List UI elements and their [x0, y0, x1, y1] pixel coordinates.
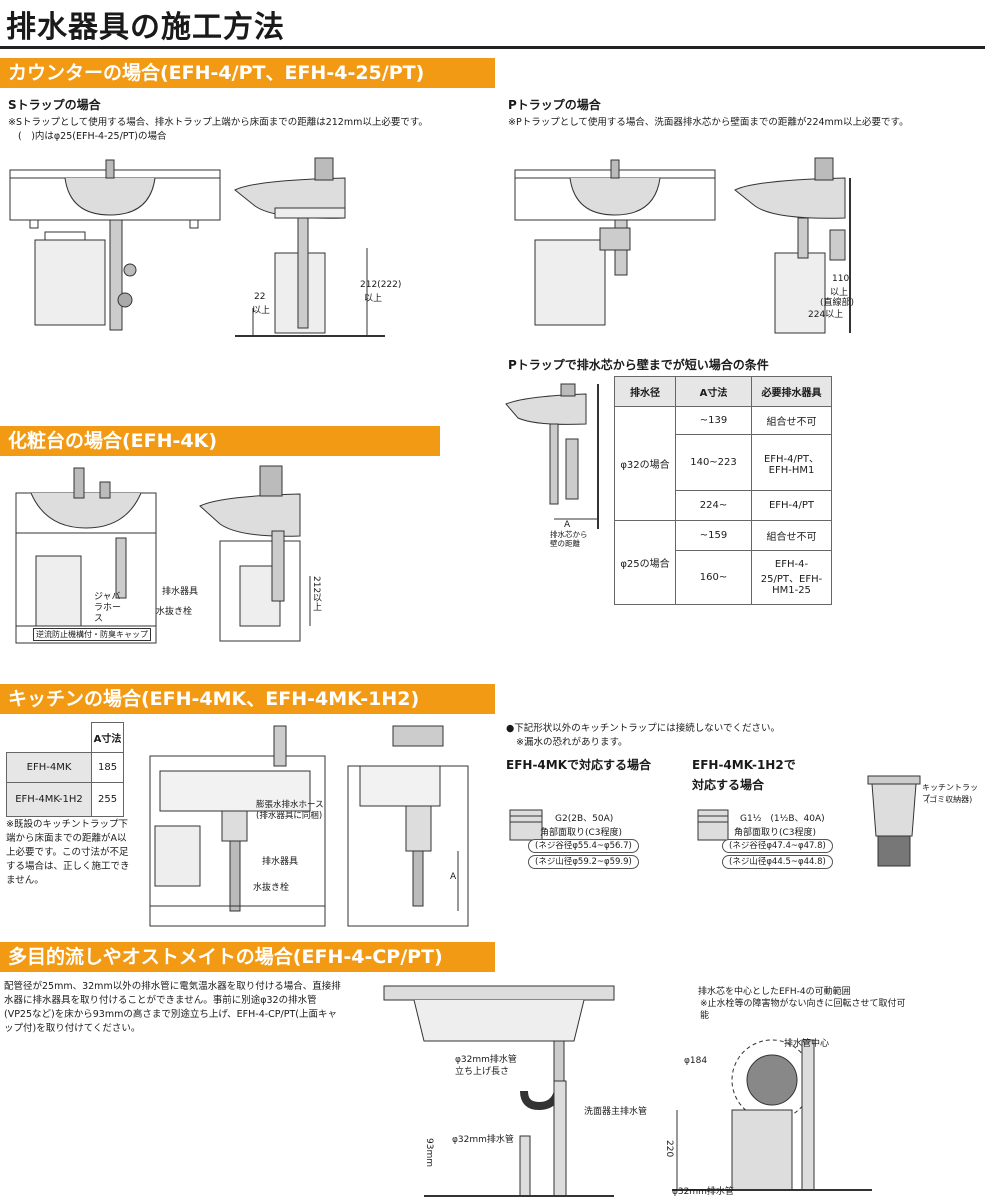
table-cell: ~159 — [675, 520, 752, 551]
vanity-front-illustration — [15, 467, 157, 644]
mk-label: (ネジ谷径φ55.4~φ56.7) — [528, 839, 639, 853]
mk-label: G2(2B、50A) — [555, 814, 614, 824]
group-label-32: φ32の場合 — [614, 406, 676, 521]
s-trap-front-illustration — [9, 159, 221, 331]
multi-label-pipe: φ32mm排水管 — [452, 1135, 514, 1145]
multi-label-riser-length: 立ち上げ長さ — [455, 1067, 510, 1077]
short-dim-a: A — [564, 520, 571, 530]
kitchen-warning-sub: ※漏水の恐れがあります。 — [516, 737, 628, 748]
h2-trap-illustration — [697, 809, 729, 841]
p-trap-dim-224: 224以上 — [808, 310, 844, 320]
kitchen-label-hose: 膨張水排水ホース(排水器具に同梱) — [256, 800, 324, 821]
kitchen-label-plug: 水抜き栓 — [253, 883, 290, 893]
p-trap-dim-110-straight: (直線部) — [820, 298, 855, 308]
s-trap-dim-212: 212(222) — [360, 280, 402, 290]
s-trap-note-sub: ( )内はφ25(EFH-4-25/PT)の場合 — [18, 131, 167, 142]
mk-label: (ネジ山径φ59.2~φ59.9) — [528, 855, 639, 869]
short-condition-table: 排水径 A寸法 必要排水器具 φ32の場合 ~139 組合せ不可 140~223… — [614, 376, 832, 605]
p-trap-dim-110: 110 — [832, 274, 850, 284]
kitchen-mk-title: EFH-4MKで対応する場合 — [506, 758, 652, 772]
table-cell: 224~ — [675, 490, 752, 521]
kitchen-label-drain: 排水器具 — [262, 857, 299, 867]
kitchen-col-a: A寸法 — [91, 722, 124, 753]
kitchen-trap-label-sub: (ゴミ収納器) — [926, 795, 973, 804]
table-cell: EFH-4MK — [5, 752, 93, 783]
multi-label-pipe-bottom: φ32mm排水管 — [672, 1187, 734, 1197]
short-condition-illustration — [505, 383, 599, 529]
vanity-label-hose: ジャバラホース — [94, 592, 122, 624]
multi-range-illustration — [672, 1039, 872, 1191]
table-cell: 140~223 — [675, 434, 752, 491]
s-trap-dim-22-suffix: 以上 — [252, 306, 271, 316]
section-heading-multipurpose: 多目的流しやオストメイトの場合(EFH-4-CP/PT) — [0, 942, 495, 972]
multi-range-note: ※止水栓等の障害物がない向きに回転させて取付可能 — [700, 999, 906, 1021]
h2-label: 角部面取り(C3程度) — [734, 828, 817, 838]
multi-range-title: 排水芯を中心としたEFH-4の可動範囲 — [698, 987, 851, 997]
s-trap-note: ※Sトラップとして使用する場合、排水トラップ上端から床面までの距離は212mm以… — [8, 117, 428, 128]
mk-label: 角部面取り(C3程度) — [540, 828, 623, 838]
multi-dim-220: 220 — [664, 1140, 674, 1158]
vanity-dim-212: 212以上 — [311, 576, 321, 612]
multipurpose-sink-illustration — [383, 985, 615, 1197]
section-heading-counter: カウンターの場合(EFH-4/PT、EFH-4-25/PT) — [0, 58, 495, 88]
multipurpose-paragraph: 配管径が25mm、32mm以外の排水管に電気温水器を取り付ける場合、直接排水器に… — [4, 981, 341, 1034]
table-cell: 組合せ不可 — [751, 406, 832, 435]
p-trap-dim-110-suffix: 以上 — [830, 288, 849, 298]
s-trap-side-illustration — [234, 157, 385, 337]
table-cell: 255 — [91, 782, 124, 817]
table-cell: 185 — [91, 752, 124, 783]
short-condition-title: Pトラップで排水芯から壁までが短い場合の条件 — [508, 358, 769, 372]
kitchen-side-illustration — [347, 725, 469, 927]
p-trap-note: ※Pトラップとして使用する場合、洗面器排水芯から壁面までの距離が224mm以上必… — [508, 117, 909, 128]
table-corner — [6, 722, 92, 753]
kitchen-h2-title2: 対応する場合 — [692, 778, 765, 792]
section-heading-kitchen: キッチンの場合(EFH-4MK、EFH-4MK-1H2) — [0, 684, 495, 714]
h2-label: (ネジ谷径φ47.4~φ47.8) — [722, 839, 833, 853]
page-title: 排水器具の施工方法 — [6, 10, 285, 45]
kitchen-dim-a: A — [450, 872, 457, 882]
table-cell: EFH-4/PT — [751, 490, 832, 521]
multi-label-riser: φ32mm排水管 — [455, 1055, 517, 1065]
kitchen-warning: ●下記形状以外のキッチントラップには接続しないでください。 — [506, 723, 781, 734]
kitchen-note: ※既設のキッチントラップ下端から床面までの距離がA以上必要です。この寸法が不足す… — [6, 819, 130, 886]
kitchen-trap-label: キッチントラップ — [922, 783, 978, 803]
vanity-label-plug: 水抜き栓 — [156, 607, 193, 617]
table-cell: EFH-4/PT、EFH-HM1 — [751, 434, 832, 491]
s-trap-dim-22: 22 — [254, 292, 266, 302]
multi-dim-93: 93mm — [424, 1138, 434, 1167]
vanity-side-illustration — [199, 465, 311, 642]
multi-dim-184: φ184 — [684, 1056, 708, 1066]
multi-label-main-pipe: 洗面器主排水管 — [584, 1107, 648, 1117]
vanity-label-drain: 排水器具 — [162, 587, 199, 597]
group-label-25: φ25の場合 — [614, 520, 676, 605]
h2-label: G1½ (1½B、40A) — [740, 814, 825, 824]
table-cell: EFH-4-25/PT、EFH-HM1-25 — [751, 550, 832, 605]
kitchen-front-illustration — [149, 725, 326, 927]
table-cell: 組合せ不可 — [751, 520, 832, 551]
multi-label-center: 排水管中心 — [784, 1039, 830, 1049]
p-trap-side-illustration — [734, 157, 851, 334]
s-trap-title: Sトラップの場合 — [8, 98, 101, 112]
col-header-a: A寸法 — [675, 376, 752, 407]
mk-trap-illustration — [509, 809, 543, 841]
col-header-diameter: 排水径 — [614, 376, 676, 407]
table-cell: 160~ — [675, 550, 752, 605]
s-trap-dim-212-suffix: 以上 — [364, 294, 383, 304]
section-heading-vanity: 化粧台の場合(EFH-4K) — [0, 426, 440, 456]
title-underline — [0, 46, 985, 49]
col-header-required: 必要排水器具 — [751, 376, 832, 407]
p-trap-front-illustration — [514, 159, 716, 326]
p-trap-title: Pトラップの場合 — [508, 98, 601, 112]
kitchen-table: A寸法 EFH-4MK 185 EFH-4MK-1H2 255 — [5, 722, 124, 817]
kitchen-trap-basket-illustration — [867, 775, 921, 867]
h2-label: (ネジ山径φ44.5~φ44.8) — [722, 855, 833, 869]
short-dim-label: 排水芯から壁の距離 — [550, 530, 588, 548]
table-cell: EFH-4MK-1H2 — [5, 782, 93, 817]
vanity-bottom-label: 逆流防止機構付・防臭キャップ — [33, 628, 151, 641]
table-cell: ~139 — [675, 406, 752, 435]
kitchen-h2-title1: EFH-4MK-1H2で — [692, 758, 796, 772]
